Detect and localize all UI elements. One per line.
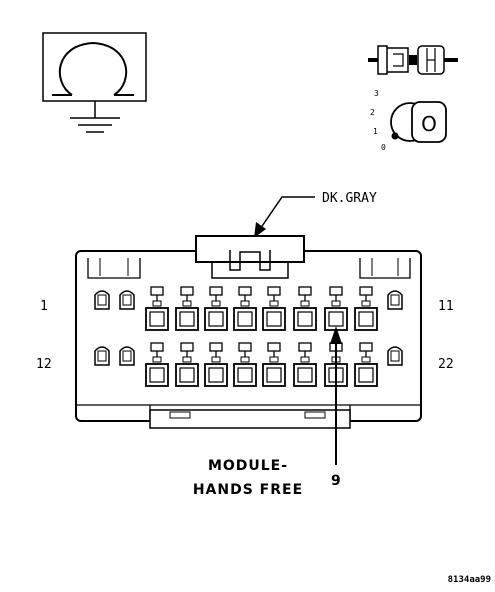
- cavity-latch-row2-c: [387, 346, 403, 366]
- cavity-latch-row2-a: [94, 346, 110, 366]
- wire-color-label: DK.GRAY: [322, 191, 377, 206]
- ignition-position-2: 2: [370, 108, 375, 117]
- connector-name-line2: HANDS FREE: [193, 482, 303, 498]
- connector-face: [75, 235, 422, 429]
- pin-callout-label: 9: [331, 473, 342, 489]
- cavity-latch-row1-a: [94, 290, 110, 310]
- cavity-row1-3: [204, 286, 228, 331]
- ground-icon: [42, 32, 147, 133]
- ignition-position-1: 1: [373, 127, 378, 136]
- cavity-row2-3: [204, 342, 228, 387]
- cavity-row2-6: [293, 342, 317, 387]
- cavity-latch-row1-b: [119, 290, 135, 310]
- pin-label-12: 12: [36, 357, 52, 372]
- cavity-row2-2: [175, 342, 199, 387]
- connector-name-line1: MODULE-: [208, 458, 288, 474]
- ignition-key-icon: O 3 2 1 0: [370, 89, 447, 152]
- figure-code: 8134aa99: [448, 575, 491, 585]
- pin-label-22: 22: [438, 357, 454, 372]
- cavity-row1-2: [175, 286, 199, 331]
- pin-callout-arrow: [330, 326, 342, 465]
- pin-label-1: 1: [40, 299, 48, 314]
- cavity-row1-6: [293, 286, 317, 331]
- cavity-row2-1: [145, 342, 169, 387]
- cavity-row2-8: [354, 342, 378, 387]
- cavity-row2-5: [262, 342, 286, 387]
- cavity-latch-row1-c: [387, 290, 403, 310]
- ignition-position-0: 0: [381, 143, 386, 152]
- connector-icon: [368, 45, 458, 75]
- pin-label-11: 11: [438, 299, 454, 314]
- cavity-latch-row2-b: [119, 346, 135, 366]
- cavity-row1-4: [233, 286, 257, 331]
- cavity-row1-1: [145, 286, 169, 331]
- cavity-row1-5: [262, 286, 286, 331]
- connector-cavities: [94, 286, 403, 387]
- ignition-position-3: 3: [374, 89, 379, 98]
- cavity-row2-4: [233, 342, 257, 387]
- wire-color-callout: DK.GRAY: [254, 191, 377, 238]
- cavity-row1-8: [354, 286, 378, 331]
- ignition-key-letter: O: [421, 112, 437, 136]
